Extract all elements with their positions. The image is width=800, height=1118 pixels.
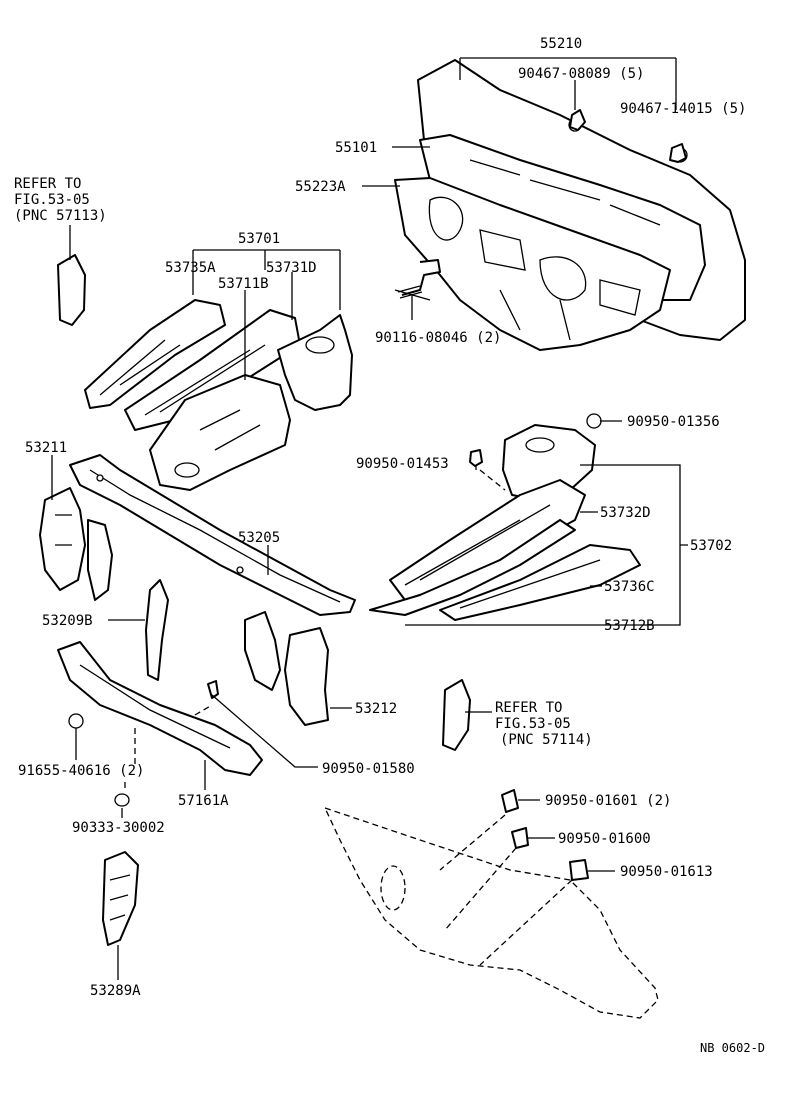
label-53211: 53211 [25, 440, 67, 456]
side-bracket-inner-part [87, 519, 113, 601]
grommet-icon [586, 413, 602, 429]
apron-left-group [84, 299, 353, 491]
side-bracket-part [39, 487, 86, 591]
label-53711B: 53711B [218, 276, 269, 292]
label-53712B: 53712B [604, 618, 655, 634]
apron-member-part [84, 299, 226, 409]
radiator-support-group [69, 454, 356, 616]
refer-right-line1: REFER TO [495, 700, 562, 716]
clip-icon [569, 859, 589, 881]
apron-shock-tower-part [277, 314, 353, 411]
label-55223A: 55223A [295, 179, 346, 195]
clip-icon [511, 827, 529, 849]
side-bracket-left-group [39, 487, 113, 601]
label-90333-30002: 90333-30002 [72, 820, 165, 836]
refer-right-bracket-part [442, 679, 471, 751]
label-55101: 55101 [335, 140, 377, 156]
label-55210: 55210 [540, 36, 582, 52]
label-53702: 53702 [690, 538, 732, 554]
label-53209B: 53209B [42, 613, 93, 629]
label-90950-01453: 90950-01453 [356, 456, 449, 472]
label-90467-08089: 90467-08089 (5) [518, 66, 644, 82]
radiator-support-upper-part [69, 454, 356, 616]
right-apron-lower-part [369, 519, 576, 616]
dash-panel-group [394, 59, 746, 351]
refer-left-line2: FIG.53-05 [14, 192, 90, 208]
label-90950-01601: 90950-01601 (2) [545, 793, 671, 809]
refer-left-line1: REFER TO [14, 176, 81, 192]
part-labels: 55210 90467-08089 (5) 90467-14015 (5) 55… [14, 36, 765, 1055]
radiator-support-side-part [145, 579, 169, 681]
hood-lock-support-part [244, 611, 281, 691]
figure-code: NB 0602-D [700, 1041, 765, 1055]
bolt-icon [569, 109, 586, 131]
hood-lock-brace-part [284, 627, 329, 726]
hood-lock-support-group [244, 611, 329, 726]
clip-icon [207, 680, 219, 699]
refer-left-line3: (PNC 57113) [14, 208, 107, 224]
leader-lines [51, 57, 688, 980]
apron-rear-part [149, 374, 291, 491]
label-90950-01600: 90950-01600 [558, 831, 651, 847]
label-53205: 53205 [238, 530, 280, 546]
radiator-side-guard-part [102, 851, 139, 946]
refer-left-bracket-part [57, 254, 86, 326]
clip-icon [501, 789, 519, 813]
label-53731D: 53731D [266, 260, 317, 276]
label-53732D: 53732D [600, 505, 651, 521]
front-crossmember-part [57, 641, 263, 776]
label-90950-01356: 90950-01356 [627, 414, 720, 430]
refer-right-line2: FIG.53-05 [495, 716, 571, 732]
label-90950-01580: 90950-01580 [322, 761, 415, 777]
label-53289A: 53289A [90, 983, 141, 999]
bolt-icon [669, 143, 687, 163]
dash-silencer-part [394, 177, 671, 351]
label-53212: 53212 [355, 701, 397, 717]
apron-right-group [369, 424, 641, 621]
label-91655-40616: 91655-40616 (2) [18, 763, 144, 779]
label-57161A: 57161A [178, 793, 229, 809]
fasteners [68, 109, 687, 881]
label-90116-08046: 90116-08046 (2) [375, 330, 501, 346]
nut-icon [114, 793, 130, 807]
label-53736C: 53736C [604, 579, 655, 595]
label-53735A: 53735A [165, 260, 216, 276]
label-53701: 53701 [238, 231, 280, 247]
label-90467-14015: 90467-14015 (5) [620, 101, 746, 117]
engine-under-cover-part [323, 806, 659, 1019]
refer-right-line3: (PNC 57114) [500, 732, 593, 748]
stud-icon [397, 285, 423, 299]
bolt-head-icon [68, 713, 84, 729]
label-90950-01613: 90950-01613 [620, 864, 713, 880]
clip-icon [469, 449, 483, 467]
